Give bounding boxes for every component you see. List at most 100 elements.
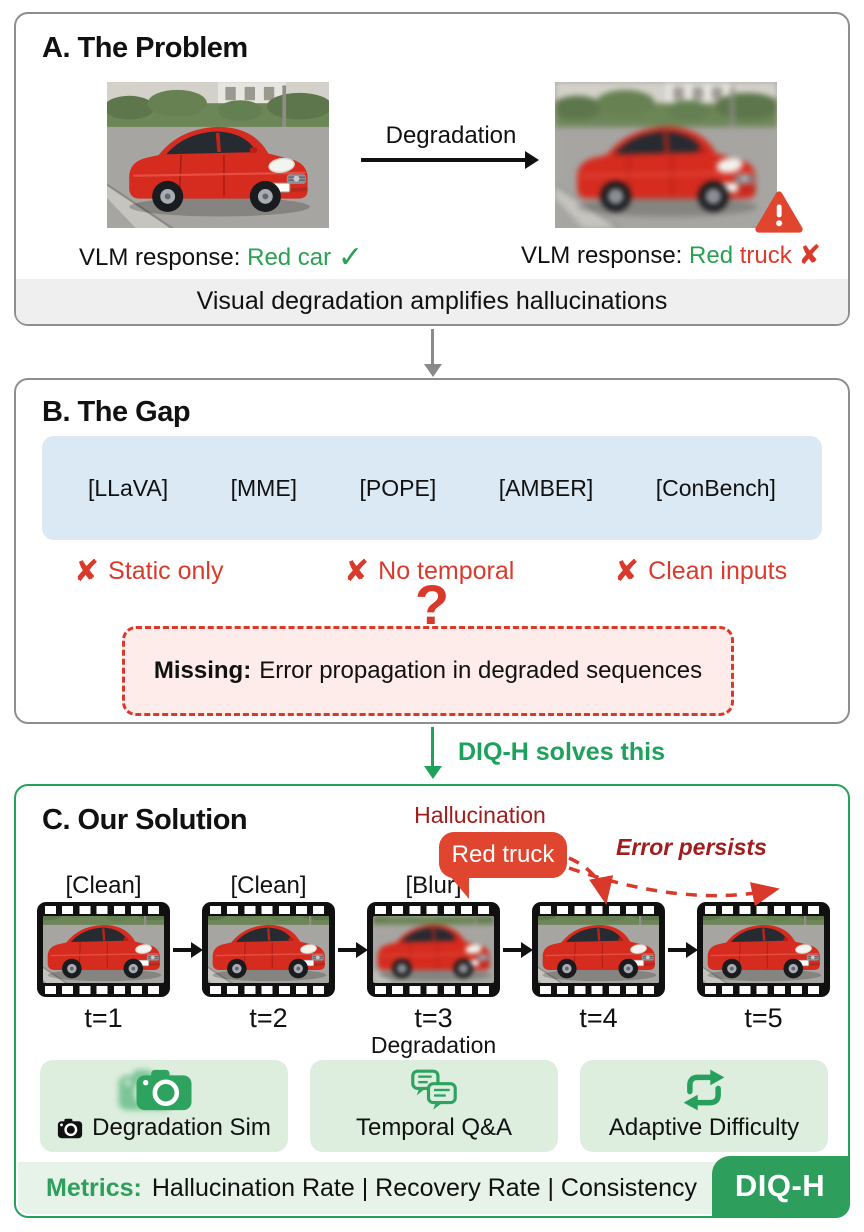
sequence-arrow xyxy=(503,948,522,952)
benchmark-amber: [AMBER] xyxy=(498,474,594,501)
panel-a-problem: A. The Problem Degradation VLM response:… xyxy=(14,12,850,326)
limitation-static-only: ✘ Static only xyxy=(74,554,223,589)
connector-arrow-b-to-c xyxy=(431,727,434,767)
frame-image xyxy=(703,916,824,983)
sprocket-holes xyxy=(540,985,657,994)
response-word-correct: Red xyxy=(689,242,734,269)
feature-label: Degradation Sim xyxy=(92,1114,271,1141)
limitation-no-temporal: ✘ No temporal xyxy=(344,554,514,589)
feature-label-wrap: Adaptive Difficulty xyxy=(609,1114,799,1142)
sequence-arrow xyxy=(173,948,192,952)
feature-label-wrap: Temporal Q&A xyxy=(356,1114,512,1142)
mini-camera-icon xyxy=(57,1118,83,1138)
connector-arrow-a-to-b xyxy=(431,329,434,365)
frame-tag xyxy=(697,872,830,902)
limitation-clean-inputs: ✘ Clean inputs xyxy=(614,554,787,589)
frame-image-blurred xyxy=(373,916,494,983)
panel-a-caption: Visual degradation amplifies hallucinati… xyxy=(16,279,848,324)
sprocket-holes xyxy=(375,985,492,994)
frame-time: t=2 xyxy=(249,1003,288,1033)
benchmark-llava: [LLaVA] xyxy=(88,474,169,501)
film-frame-blurred xyxy=(367,902,500,997)
sequence-arrow xyxy=(338,948,357,952)
benchmark-pope: [POPE] xyxy=(359,474,437,501)
chat-icon xyxy=(411,1069,457,1110)
cross-icon: ✘ xyxy=(74,555,100,588)
solves-label: DIQ-H solves this xyxy=(458,738,665,766)
frame-image xyxy=(43,916,164,983)
cross-icon: ✘ xyxy=(798,240,822,270)
film-frame xyxy=(697,902,830,997)
film-frame xyxy=(532,902,665,997)
frame-group-t2: [Clean] t=2 xyxy=(202,872,335,1034)
missing-gap-box: Missing: Error propagation in degraded s… xyxy=(122,626,734,716)
frame-time: t=3 xyxy=(414,1003,453,1033)
panel-a-title: A. The Problem xyxy=(42,32,248,64)
feature-adaptive-difficulty: Adaptive Difficulty xyxy=(580,1060,828,1152)
error-persists-label: Error persists xyxy=(616,834,767,860)
feature-temporal-qa: Temporal Q&A xyxy=(310,1060,558,1152)
degradation-under-label: Degradation xyxy=(370,1032,497,1058)
panel-c-solution: C. Our Solution Hallucination Red truck … xyxy=(14,784,850,1218)
check-icon: ✓ xyxy=(337,241,363,274)
limitation-label: Static only xyxy=(108,557,224,585)
response-word-hallucinated: truck xyxy=(739,242,792,269)
film-frame xyxy=(202,902,335,997)
response-prefix: VLM response: xyxy=(79,244,248,271)
sprocket-holes xyxy=(375,905,492,914)
feature-label: Temporal Q&A xyxy=(355,1114,513,1141)
car-illustration xyxy=(107,82,329,228)
frame-time: t=1 xyxy=(84,1003,123,1033)
missing-label: Missing: xyxy=(153,657,252,684)
speech-bubble-red-truck: Red truck xyxy=(439,832,567,899)
frame-time: t=5 xyxy=(744,1003,783,1033)
film-frame xyxy=(37,902,170,997)
metrics-bar: Metrics: Hallucination Rate | Recovery R… xyxy=(18,1162,846,1214)
degradation-arrow xyxy=(361,158,526,162)
frame-group-t1: [Clean] t=1 xyxy=(37,872,170,1034)
frame-group-t3: [Blur] t=3 xyxy=(367,872,500,1034)
diqh-badge: DIQ-H xyxy=(712,1156,848,1216)
refresh-icon xyxy=(683,1069,725,1111)
cross-icon: ✘ xyxy=(344,555,370,588)
frame-tag: [Clean] xyxy=(230,872,307,899)
frame-image xyxy=(208,916,329,983)
feature-label-wrap: Degradation Sim xyxy=(57,1114,271,1142)
panel-c-title: C. Our Solution xyxy=(42,804,248,836)
hallucination-label: Hallucination xyxy=(414,802,546,828)
frame-image xyxy=(538,916,659,983)
sprocket-holes xyxy=(705,985,822,994)
vlm-response-degraded: VLM response: Red truck ✘ xyxy=(511,240,831,271)
frame-tag: [Clean] xyxy=(65,872,142,899)
warning-icon xyxy=(755,191,803,233)
metrics-text: Hallucination Rate | Recovery Rate | Con… xyxy=(151,1173,698,1202)
metrics-label: Metrics: xyxy=(46,1173,142,1202)
cross-icon: ✘ xyxy=(614,555,640,588)
car-photo-clean xyxy=(107,82,329,228)
frame-group-t4: t=4 xyxy=(532,872,665,1034)
benchmark-conbench: [ConBench] xyxy=(655,474,776,501)
frame-group-t5: t=5 xyxy=(697,872,830,1034)
panel-b-gap: B. The Gap [LLaVA] [MME] [POPE] [AMBER] … xyxy=(14,378,850,724)
limitation-label: Clean inputs xyxy=(648,557,788,585)
sprocket-holes xyxy=(45,905,162,914)
panel-b-title: B. The Gap xyxy=(42,396,191,428)
feature-degradation-sim: Degradation Sim xyxy=(40,1060,288,1152)
response-answer-correct: Red car xyxy=(247,244,332,271)
limitation-label: No temporal xyxy=(378,557,515,585)
question-mark-icon: ? xyxy=(414,573,450,636)
sequence-arrow xyxy=(668,948,687,952)
vlm-response-clean: VLM response: Red car ✓ xyxy=(71,240,371,275)
degradation-arrow-label: Degradation xyxy=(385,122,517,149)
sprocket-holes xyxy=(705,905,822,914)
missing-text: Error propagation in degraded sequences xyxy=(259,657,703,684)
sprocket-holes xyxy=(540,905,657,914)
car-illustration-blurred xyxy=(555,82,777,228)
benchmark-box: [LLaVA] [MME] [POPE] [AMBER] [ConBench] xyxy=(42,436,822,540)
benchmark-mme: [MME] xyxy=(230,474,298,501)
sprocket-holes xyxy=(210,985,327,994)
sprocket-holes xyxy=(210,905,327,914)
feature-label: Adaptive Difficulty xyxy=(608,1114,800,1141)
frame-time: t=4 xyxy=(579,1003,618,1033)
